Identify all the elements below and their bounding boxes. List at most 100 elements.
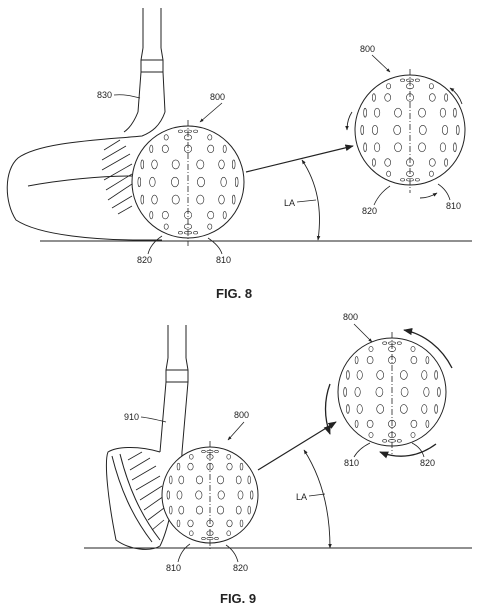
ball-dimple bbox=[376, 404, 385, 414]
ball-dimple bbox=[444, 93, 448, 102]
launch-angle-label: LA bbox=[284, 198, 295, 208]
ball-dimple bbox=[394, 107, 402, 118]
figure-8: 800 820 810 830 LA 800 820 810 FIG. 8 bbox=[6, 8, 472, 301]
label-820-impact: 820 bbox=[233, 563, 248, 573]
ball-dimple bbox=[374, 142, 381, 153]
ball-dimple bbox=[421, 370, 428, 380]
ball-dimple bbox=[400, 387, 409, 397]
spin-arrows bbox=[345, 87, 463, 199]
club-face-hatching bbox=[127, 451, 165, 531]
ball-dimple bbox=[237, 490, 244, 500]
angle-leader bbox=[296, 199, 317, 203]
ball-dimple bbox=[218, 194, 225, 205]
ball-dimple bbox=[140, 159, 145, 170]
ball-dimple bbox=[149, 176, 156, 188]
ball-dimple bbox=[418, 107, 426, 118]
ball-dimple bbox=[356, 404, 363, 414]
hatch-line bbox=[127, 451, 143, 461]
wood-club-head bbox=[6, 111, 166, 241]
ball-dimple bbox=[439, 107, 446, 118]
ball-dimple bbox=[189, 530, 194, 536]
ball-dimple bbox=[399, 370, 408, 380]
ball-dimple bbox=[375, 387, 384, 397]
ball-dimple bbox=[239, 519, 244, 528]
figure-caption: FIG. 9 bbox=[220, 591, 256, 606]
leader-810-flight bbox=[437, 183, 451, 201]
ball-dimple bbox=[425, 419, 430, 428]
ball-label-flight: 800 bbox=[360, 44, 375, 54]
ball-dimple bbox=[196, 505, 204, 515]
hatch-line bbox=[107, 183, 133, 201]
ball-leader-flight bbox=[371, 54, 391, 73]
ball-dimple bbox=[189, 454, 194, 460]
leader-820-flight bbox=[373, 185, 391, 206]
ball-dimple bbox=[201, 449, 206, 453]
ball-dimple bbox=[400, 78, 405, 82]
ball-dimple bbox=[171, 176, 179, 188]
trajectory-arrow bbox=[245, 144, 354, 173]
ball-dimple bbox=[343, 387, 347, 397]
ball-dimple bbox=[235, 505, 242, 515]
hatch-line bbox=[129, 457, 151, 471]
ball-dimple bbox=[151, 159, 158, 170]
label-810-impact: 810 bbox=[216, 255, 231, 265]
ball-dimple bbox=[384, 93, 392, 102]
ball-dimple bbox=[217, 505, 225, 515]
ball-dimple bbox=[386, 170, 391, 177]
ball-dimple bbox=[363, 107, 367, 118]
ball-dimple bbox=[196, 194, 205, 205]
hatch-line bbox=[111, 195, 133, 209]
leader-820-impact bbox=[147, 235, 163, 255]
ball-dimple bbox=[201, 536, 206, 540]
ball-dimple bbox=[456, 125, 460, 136]
ball-dimple bbox=[434, 370, 438, 380]
ball-dimple bbox=[207, 211, 215, 220]
ball-dimple bbox=[226, 519, 233, 528]
ball-dimple bbox=[399, 404, 408, 414]
spin-arrows bbox=[323, 328, 453, 459]
golf-ball-flight bbox=[337, 332, 447, 454]
ball-dimple bbox=[372, 93, 376, 102]
ball-dimple bbox=[423, 387, 430, 397]
ball-dimple bbox=[396, 439, 402, 443]
ball-dimple bbox=[247, 475, 251, 485]
hatch-line bbox=[103, 163, 133, 181]
club-leader bbox=[140, 416, 167, 423]
label-820-flight: 820 bbox=[362, 206, 377, 216]
ball-dimple bbox=[374, 107, 381, 118]
ball-dimple bbox=[428, 93, 436, 102]
ball-dimple bbox=[214, 449, 219, 453]
ball-dimple bbox=[453, 142, 457, 153]
label-810-flight: 810 bbox=[344, 458, 359, 468]
club-label: 910 bbox=[124, 412, 139, 422]
ball-dimple bbox=[235, 475, 242, 485]
hatch-line bbox=[105, 173, 133, 191]
ball-dimple bbox=[410, 346, 416, 352]
ball-dimple bbox=[187, 519, 194, 528]
ball-dimple bbox=[410, 432, 416, 438]
ball-dimple bbox=[394, 142, 402, 153]
club-label: 830 bbox=[97, 90, 112, 100]
ball-dimple bbox=[235, 176, 239, 188]
ball-dimple bbox=[161, 144, 169, 153]
label-820-flight: 820 bbox=[420, 458, 435, 468]
ball-dimple bbox=[425, 356, 430, 365]
ball-dimple bbox=[396, 341, 402, 345]
ball-dimple bbox=[163, 223, 169, 230]
ball-dimple bbox=[217, 490, 225, 500]
ball-dimple bbox=[354, 419, 359, 428]
ball-dimple bbox=[207, 144, 215, 153]
ball-dimple bbox=[434, 404, 438, 414]
ball-dimple bbox=[368, 432, 374, 438]
ball-dimple bbox=[360, 125, 364, 136]
ball-dimple bbox=[220, 176, 227, 188]
ball-dimple bbox=[428, 170, 434, 177]
ball-dimple bbox=[368, 346, 374, 352]
ball-dimple bbox=[444, 158, 448, 167]
ball-dimple bbox=[207, 223, 213, 230]
ball-dimple bbox=[382, 439, 388, 443]
leader-810-flight bbox=[353, 442, 371, 458]
ball-dimple bbox=[176, 490, 183, 500]
ball-dimple bbox=[218, 159, 225, 170]
ball-dimple bbox=[363, 142, 367, 153]
